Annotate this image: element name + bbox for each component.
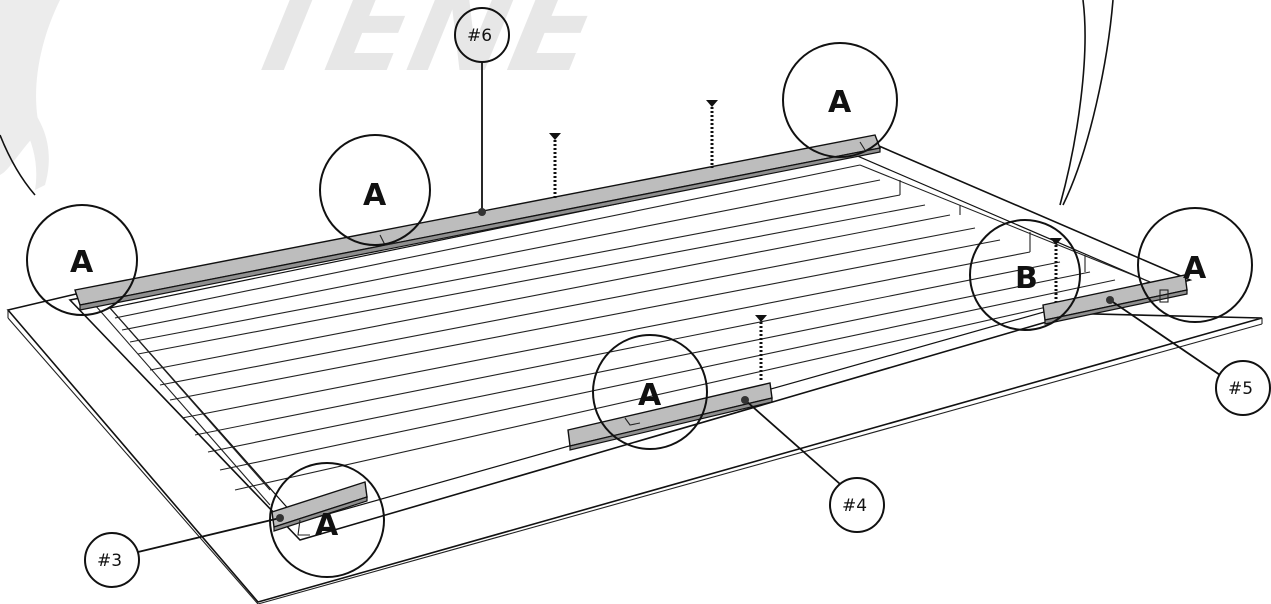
label-part-4: #4: [741, 396, 885, 533]
callout-circle: [319, 134, 431, 246]
block-part-4: [567, 382, 773, 451]
watermark-logo-mark-inner: [12, 95, 49, 190]
callout-letter: A: [363, 178, 387, 213]
rail-part-6: [74, 134, 881, 311]
label-text: #6: [467, 26, 492, 46]
screw-icon: [1050, 238, 1062, 305]
callout-circle: [26, 204, 138, 316]
screws: [549, 100, 1062, 382]
label-part-6: #6: [454, 7, 510, 216]
slats: [94, 164, 1151, 506]
label-text: #5: [1228, 379, 1253, 399]
callout-circles: A A A A B A A: [26, 42, 1253, 578]
screw-icon: [755, 315, 767, 382]
callout-letter: A: [828, 85, 852, 120]
callout-letter: A: [1183, 251, 1207, 286]
curve-line-right: [1062, 0, 1114, 206]
block-part-3: [271, 481, 368, 536]
callout-letter: B: [1015, 261, 1038, 296]
callout-letter: A: [638, 378, 662, 413]
watermark-logo-mark: [0, 0, 60, 175]
block-part-5: [1042, 274, 1188, 325]
label-text: #3: [97, 551, 122, 571]
curve-line-leftmost: [0, 134, 36, 196]
callout-circle: [782, 42, 898, 158]
label-text: #4: [842, 496, 867, 516]
label-part-3: #3: [84, 514, 284, 588]
callout-circle: [592, 334, 708, 450]
curve-line-left: [1059, 0, 1086, 206]
label-part-5: #5: [1106, 296, 1271, 416]
screw-icon: [706, 100, 718, 168]
callout-circle: [1137, 207, 1253, 323]
part-labels: #6 #4 #5 #3: [84, 7, 1271, 588]
watermark-text: TENE: [234, 0, 610, 99]
watermark: TENE: [0, 0, 610, 190]
callout-circle: [969, 219, 1081, 331]
callout-letter: A: [70, 245, 94, 280]
callout-letter: A: [315, 508, 339, 543]
screw-icon: [549, 133, 561, 200]
